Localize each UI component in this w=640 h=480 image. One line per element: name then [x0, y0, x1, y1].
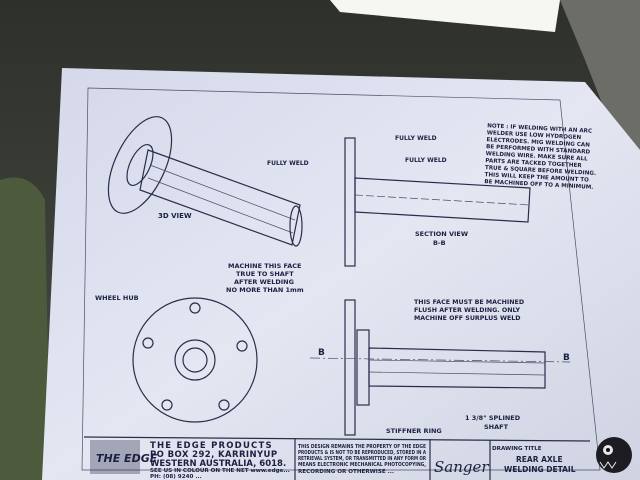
stiffner-ring-label: STIFFNER RING	[386, 427, 442, 435]
fully-weld-label-right: FULLY WELD	[405, 157, 447, 164]
fish-mascot-icon	[596, 437, 632, 473]
section-view-label: SECTION VIEW	[415, 230, 468, 238]
section-view	[344, 137, 531, 267]
copyright-line: THIS DESIGN REMAINS THE PROPERTY OF THE …	[298, 444, 426, 450]
company-location: WESTERN AUSTRALIA, 6018.	[150, 459, 286, 469]
note-line: NO MORE THAN 1mm	[226, 286, 304, 294]
3d-view-label: 3D VIEW	[158, 212, 192, 220]
copyright-line: RETRIEVAL SYSTEM, OR TRANSMITTED IN ANY …	[298, 456, 427, 462]
company-po-box: PO BOX 292, KARRINYUP	[150, 450, 277, 460]
company-name: THE EDGE PRODUCTS	[150, 441, 273, 451]
note-line: BE MACHINED OFF TO A MINIMUM.	[484, 179, 593, 191]
note-line: FLUSH AFTER WELDING. ONLY	[414, 307, 521, 314]
note-line: TRUE TO SHAFT	[236, 270, 294, 278]
note-line: PARTS ARE TACKED TOGETHER	[485, 158, 582, 169]
jacket-fabric	[0, 177, 50, 480]
note-line: THIS FACE MUST BE MACHINED	[414, 299, 524, 306]
splined-shaft-label-1: 1 3/8" SPLINED	[465, 414, 521, 422]
flush-note: THIS FACE MUST BE MACHINED FLUSH AFTER W…	[414, 299, 524, 322]
fully-weld-label-left: FULLY WELD	[267, 160, 309, 167]
splined-shaft-label-2: SHAFT	[484, 423, 509, 431]
note-line: MACHINE OFF SURPLUS WELD	[414, 315, 521, 322]
copyright-line: MEANS ELECTRONIC MECHANICAL PHOTOCOPYING…	[298, 462, 426, 468]
copyright-line: PRODUCTS & IS NOT TO BE REPRODUCED, STOR…	[298, 450, 426, 456]
drawing-title-label: DRAWING TITLE	[492, 446, 542, 452]
note-line: BE PERFORMED WITH STANDARD	[486, 144, 591, 155]
section-marker-right: B	[563, 353, 570, 363]
note-line: ELECTRODES. MIG WELDING CAN	[486, 137, 590, 148]
paper-sheet: 3D VIEW FULLY WELD FULLY WELD FULLY WELD…	[42, 68, 640, 480]
window-frame	[560, 0, 640, 200]
section-id-label: B-B	[433, 239, 446, 247]
title-block: THE EDGE THE EDGE PRODUCTS PO BOX 292, K…	[83, 436, 632, 480]
note-line: THIS WILL KEEP THE AMOUNT TO	[484, 172, 589, 183]
copyright-line: RECORDING OR OTHERWISE ...	[298, 469, 394, 475]
note-line: WELDER USE LOW HYDROGEN	[487, 130, 582, 141]
fully-weld-label-top: FULLY WELD	[395, 135, 437, 142]
company-phone: PH: (08) 9240 ...	[150, 474, 202, 480]
edge-logo: THE EDGE	[90, 440, 158, 474]
drawing-border	[81, 87, 601, 471]
drawing-title-1: REAR AXLE	[516, 455, 563, 464]
welding-note: NOTE : IF WELDING WITH AN ARC WELDER USE…	[484, 123, 596, 191]
window-light	[330, 0, 560, 32]
company-web: SEE US IN COLOUR ON THE NET www.edge...	[150, 468, 290, 474]
note-line: NOTE : IF WELDING WITH AN ARC	[487, 123, 592, 134]
svg-text:THE EDGE: THE EDGE	[96, 452, 158, 465]
drawing-title-2: WELDING DETAIL	[504, 465, 576, 474]
axle-3d-view	[107, 116, 303, 247]
note-line: MACHINE THIS FACE	[228, 262, 301, 270]
note-line: TRUE & SQUARE BEFORE WELDING.	[485, 165, 596, 177]
wheel-hub-label: WHEEL HUB	[95, 294, 139, 302]
note-line: AFTER WELDING	[234, 278, 294, 286]
section-marker-left: B	[318, 348, 325, 358]
signature: Sanger	[434, 458, 489, 476]
machine-face-note: MACHINE THIS FACE TRUE TO SHAFT AFTER WE…	[226, 262, 304, 294]
note-line: WELDING WIRE. MAKE SURE ALL	[486, 151, 589, 162]
wheel-hub-front-view	[132, 297, 258, 423]
side-view	[309, 299, 571, 436]
